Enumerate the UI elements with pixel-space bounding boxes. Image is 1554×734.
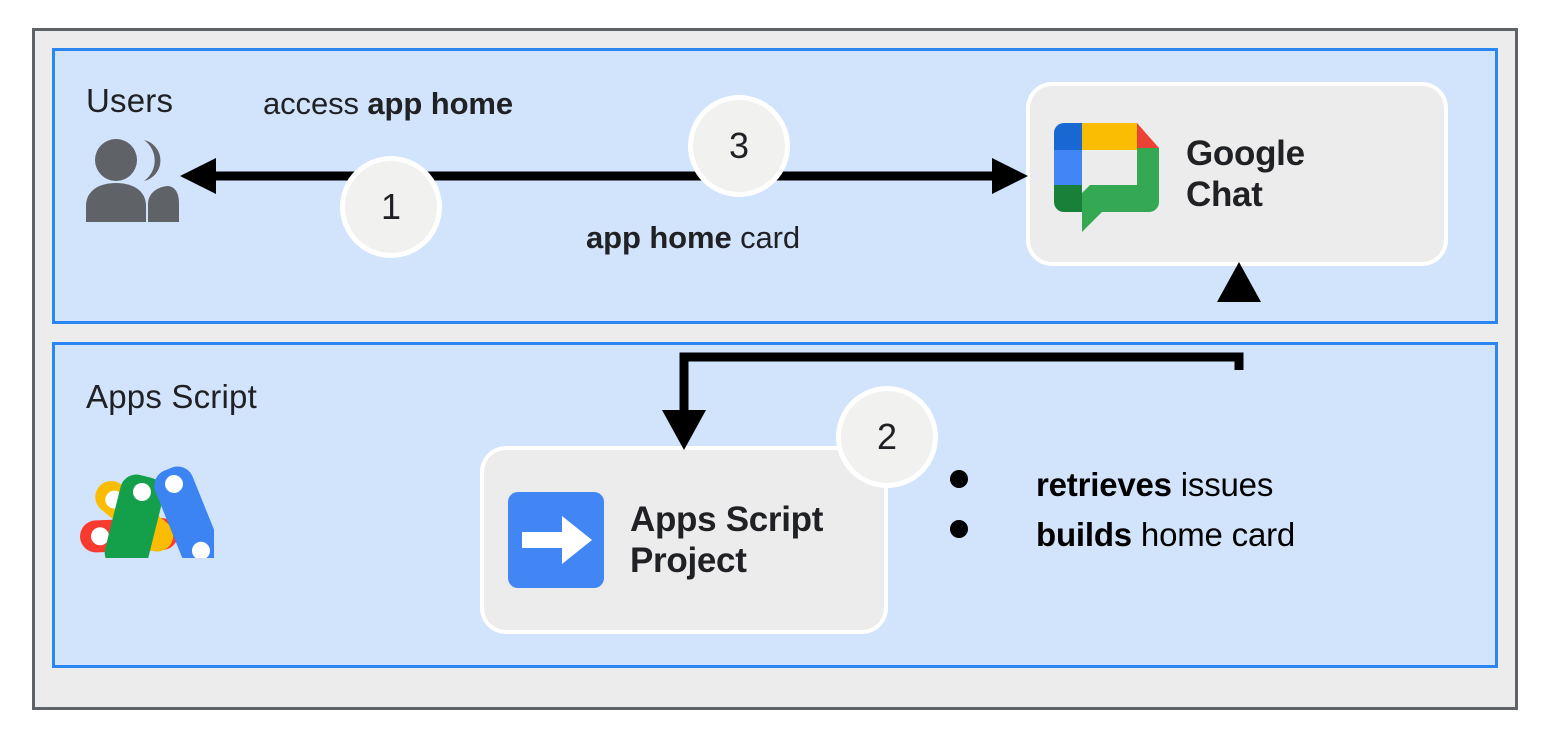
edge-label-app-home-card: app home card xyxy=(586,220,800,256)
step-badge-3-value: 3 xyxy=(728,125,750,166)
bullet-dot-icon xyxy=(950,520,968,538)
edge-label-card-bold: app home xyxy=(586,220,732,255)
apps-script-project-arrow-icon xyxy=(508,492,604,588)
list-item-bold: retrieves xyxy=(1036,466,1172,503)
list-item-bold: builds xyxy=(1036,516,1132,553)
edge-label-access-app-home: access app home xyxy=(263,86,513,122)
step-badge-1: 1 xyxy=(345,161,437,253)
bullet-dot-icon xyxy=(950,470,968,488)
panel-users-label: Users xyxy=(86,82,174,119)
google-chat-logo-icon xyxy=(1046,115,1164,233)
step-badge-1-value: 1 xyxy=(380,186,402,227)
apps-script-fan-logo-icon xyxy=(78,438,221,572)
list-item-text: retrieves issues xyxy=(1036,466,1273,504)
step-badge-2-value: 2 xyxy=(876,416,898,457)
edge-label-card-suffix: card xyxy=(731,220,801,255)
node-google-chat[interactable]: Google Chat xyxy=(1030,86,1444,262)
panel-apps-script-label: Apps Script xyxy=(86,378,257,415)
list-item: retrieves issues xyxy=(950,466,1295,504)
list-item-rest: home card xyxy=(1131,516,1296,553)
step-badge-3: 3 xyxy=(693,100,785,192)
step-badge-2: 2 xyxy=(841,391,933,483)
apps-script-actions-list: retrieves issues builds home card xyxy=(950,466,1295,566)
list-item-text: builds home card xyxy=(1036,516,1295,554)
node-apps-script-project-title: Apps Script Project xyxy=(630,499,824,580)
node-google-chat-title: Google Chat xyxy=(1186,133,1305,214)
users-group-icon xyxy=(76,134,188,226)
edge-label-access-bold: app home xyxy=(367,86,514,121)
node-apps-script-project[interactable]: Apps Script Project xyxy=(484,450,884,630)
list-item: builds home card xyxy=(950,516,1295,554)
edge-label-access-prefix: access xyxy=(263,86,368,121)
list-item-rest: issues xyxy=(1171,466,1274,503)
